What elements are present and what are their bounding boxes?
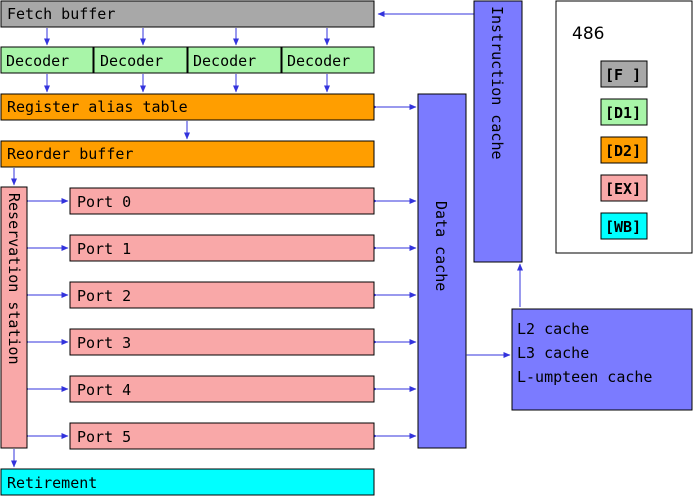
legend-item-decode1: [D1] (600, 98, 648, 126)
l2-cache-label: L2 cache (517, 320, 589, 338)
port-4: Port 4 (69, 375, 375, 403)
decoder: Decoder (93, 46, 188, 74)
instruction-cache: Instruction cache (473, 0, 523, 263)
reorder-buffer-label: Reorder buffer (7, 145, 133, 163)
fetch-buffer: Fetch buffer (0, 0, 375, 28)
port-label: Port 5 (77, 428, 131, 446)
legend-label: [D2] (605, 142, 641, 160)
fetch-buffer-label: Fetch buffer (7, 5, 115, 23)
register-alias-table-label: Register alias table (7, 98, 188, 116)
port-1: Port 1 (69, 234, 375, 262)
decoder: Decoder (0, 46, 94, 74)
reorder-buffer: Reorder buffer (0, 140, 375, 168)
legend-label: [EX] (605, 180, 641, 198)
decoder-label: Decoder (287, 52, 350, 70)
legend: 486 [F ] [D1] [D2] [EX] [WB] (555, 0, 693, 254)
decoder-label: Decoder (193, 52, 256, 70)
data-cache: Data cache (417, 93, 467, 449)
legend-item-execute: [EX] (600, 174, 648, 202)
port-label: Port 1 (77, 240, 131, 258)
decoder: Decoder (281, 46, 375, 74)
port-label: Port 4 (77, 381, 131, 399)
decoders: Decoder Decoder Decoder Decoder (0, 46, 375, 74)
execution-ports: Port 0 Port 1 Port 2 Port 3 Port 4 Port … (69, 187, 375, 450)
reservation-station: Reservation station (0, 186, 28, 449)
decoder-label: Decoder (100, 52, 163, 70)
data-cache-label: Data cache (432, 201, 450, 291)
arrows (11, 11, 523, 468)
port-3: Port 3 (69, 328, 375, 356)
l3-cache-label: L3 cache (517, 344, 589, 362)
port-label: Port 3 (77, 334, 131, 352)
decoder-label: Decoder (6, 52, 69, 70)
outer-caches: L2 cache L3 cache L-umpteen cache (511, 308, 693, 411)
port-label: Port 0 (77, 193, 131, 211)
retirement-label: Retirement (7, 474, 97, 492)
legend-label: [F ] (605, 66, 641, 84)
instruction-cache-label: Instruction cache (488, 6, 506, 160)
port-2: Port 2 (69, 281, 375, 309)
port-0: Port 0 (69, 187, 375, 215)
legend-item-decode2: [D2] (600, 136, 648, 164)
legend-item-writeback: [WB] (600, 212, 648, 240)
legend-label: [D1] (605, 104, 641, 122)
port-label: Port 2 (77, 287, 131, 305)
register-alias-table: Register alias table (0, 93, 375, 121)
legend-label: [WB] (605, 218, 641, 236)
port-5: Port 5 (69, 422, 375, 450)
legend-title: 486 (572, 24, 604, 44)
retirement: Retirement (0, 468, 375, 496)
decoder: Decoder (187, 46, 282, 74)
reservation-station-label: Reservation station (5, 193, 23, 365)
legend-item-fetch: [F ] (600, 60, 648, 88)
lumpteen-cache-label: L-umpteen cache (517, 368, 652, 386)
